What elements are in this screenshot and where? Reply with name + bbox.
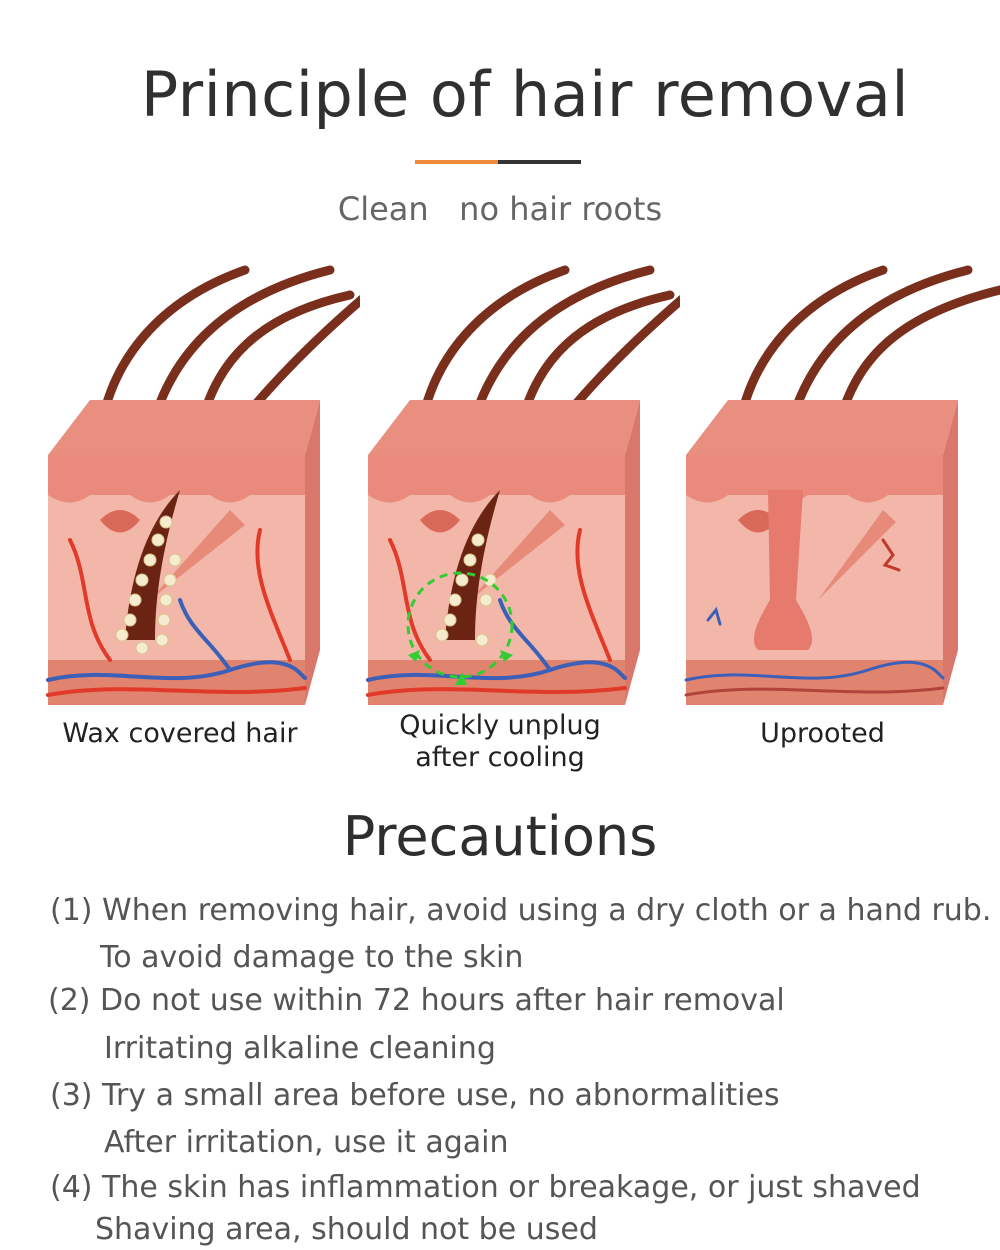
precaution-2-detail: Irritating alkaline cleaning [104, 1031, 496, 1066]
precaution-1-detail: To avoid damage to the skin [100, 940, 524, 975]
subtitle: Clean no hair roots [337, 190, 663, 228]
title-underline-dark [498, 160, 581, 164]
skin-diagram-uprooted [684, 265, 1000, 705]
skin-diagram-unplug [366, 265, 680, 705]
caption-quickly-unplug: Quickly unplug after cooling [350, 710, 650, 774]
caption-uprooted: Uprooted [760, 718, 885, 749]
precautions-title: Precautions [342, 805, 658, 868]
precaution-4-detail: Shaving area, should not be used [95, 1212, 598, 1247]
precaution-2: (2) Do not use within 72 hours after hai… [48, 983, 785, 1018]
caption-wax-covered-hair: Wax covered hair [62, 718, 298, 749]
precaution-3: (3) Try a small area before use, no abno… [50, 1078, 780, 1113]
caption-quickly-unplug-line2: after cooling [415, 742, 585, 773]
precaution-4: (4) The skin has inflammation or breakag… [50, 1170, 921, 1205]
precaution-3-detail: After irritation, use it again [104, 1125, 509, 1160]
title-underline-accent [415, 160, 498, 164]
skin-diagram-wax-covered [46, 265, 360, 705]
precaution-1: (1) When removing hair, avoid using a dr… [50, 893, 992, 928]
page-title: Principle of hair removal [140, 58, 910, 131]
caption-quickly-unplug-line1: Quickly unplug [399, 710, 601, 741]
